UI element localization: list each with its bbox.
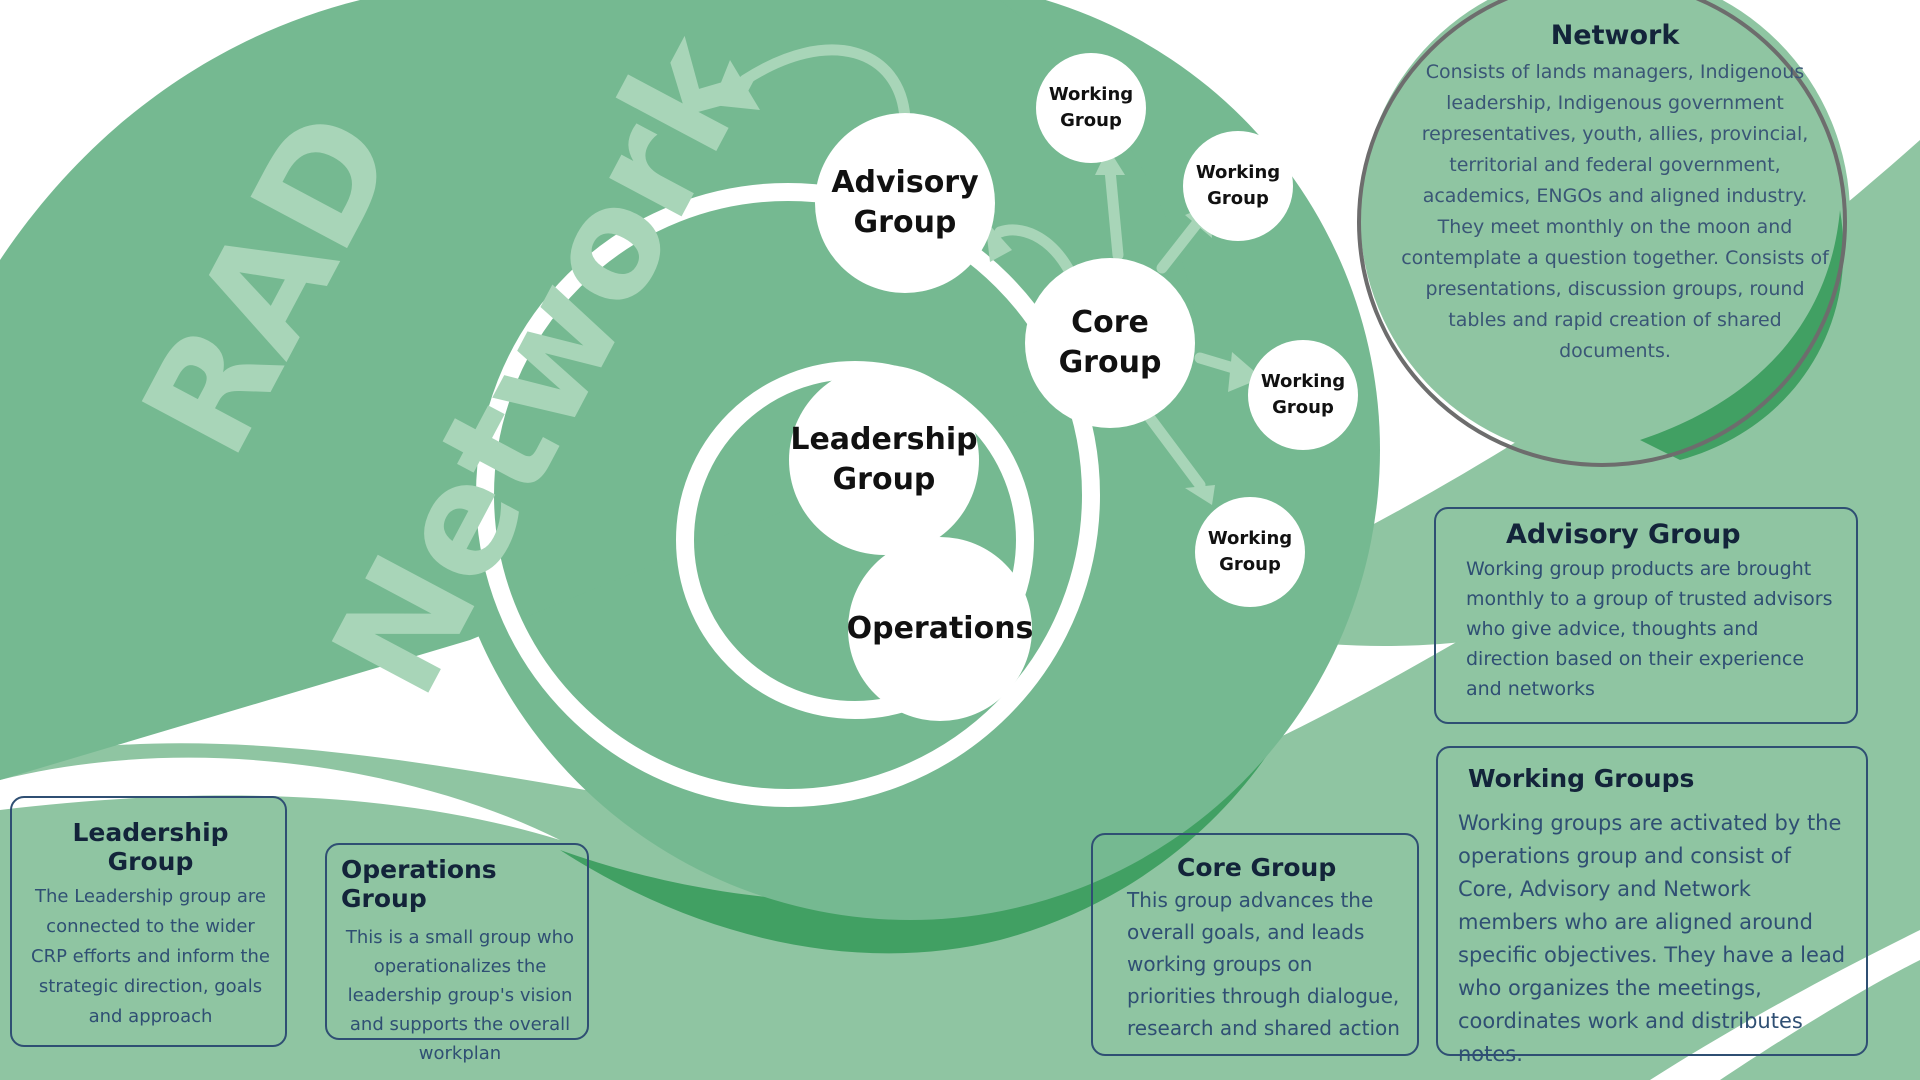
white-streak-right [1650,930,1920,1080]
arrow-head-advisory [985,220,1012,262]
arrow-curve-advisory [739,44,911,124]
advisory-box-text: Working group products are brought month… [1466,558,1833,700]
outer-white-ring [476,183,1100,807]
arrow-core-to-working-4 [1144,412,1206,491]
node-leadership-group: Leadership Group [789,365,979,555]
leadership-box-text: The Leadership group are connected to th… [31,886,270,1027]
node-working-4-label: Working Group [1207,527,1293,575]
network-dark-accent [1640,210,1844,460]
core-box-title: Core Group [1177,853,1337,882]
working-groups-box-title: Working Groups [1468,764,1695,793]
node-working-3-label: Working Group [1260,370,1346,418]
node-working-2-label: Working Group [1195,161,1281,209]
node-advisory-label: Advisory Group [831,164,979,241]
core-group-description-box: Core Group This group advances the overa… [1091,833,1419,1056]
network-title: Network [1550,20,1680,51]
advisory-description-box: Advisory Group Working group products ar… [1434,507,1858,724]
node-working-group-2: Working Group [1183,131,1293,241]
working-groups-description-box: Working Groups Working groups are activa… [1436,746,1868,1066]
operations-group-description-box: Operations Group This is a small group w… [325,843,589,1064]
arrow-head-working-3 [1228,352,1262,392]
right-brush-stroke [1180,140,1920,646]
dark-green-accent [560,700,1300,954]
arrow-core-to-advisory [994,224,1076,278]
node-working-1-label: Working Group [1048,83,1134,131]
network-outline [1357,0,1847,467]
white-streak [0,757,560,840]
node-working-group-4: Working Group [1195,497,1305,607]
working-groups-box-text: Working groups are activated by the oper… [1458,811,1846,1066]
advisory-box-title: Advisory Group [1506,519,1741,550]
core-box-text: This group advances the overall goals, a… [1127,888,1400,1040]
network-blob [1360,0,1850,460]
operations-box-text: This is a small group who operationalize… [345,927,575,1064]
arrow-head-working-4 [1185,485,1215,505]
node-operations-label: Operations [846,610,1034,646]
network-text: Consists of lands managers, Indigenous l… [1401,61,1829,362]
node-core-group: Core Group [1025,258,1195,428]
arrow-head-advisory-curve [712,60,760,110]
arrow-head-working-1 [1095,148,1125,175]
node-advisory-group: Advisory Group [815,113,995,293]
leadership-group-description-box: Leadership Group The Leadership group ar… [10,796,287,1047]
arrow-core-to-working-2 [1156,216,1204,274]
node-operations: Operations [846,537,1034,721]
leadership-box-title: Leadership Group [72,818,229,876]
node-core-label: Core Group [1058,304,1162,381]
arrows [739,44,1246,491]
node-working-group-3: Working Group [1248,340,1358,450]
network-description: Network Consists of lands managers, Indi… [1400,20,1830,367]
arrow-core-to-working-1 [1104,164,1124,261]
operations-box-title: Operations Group [341,855,497,913]
node-leadership-label: Leadership Group [790,421,978,498]
bottom-brush-stroke [0,380,1920,1080]
node-working-group-1: Working Group [1036,53,1146,163]
